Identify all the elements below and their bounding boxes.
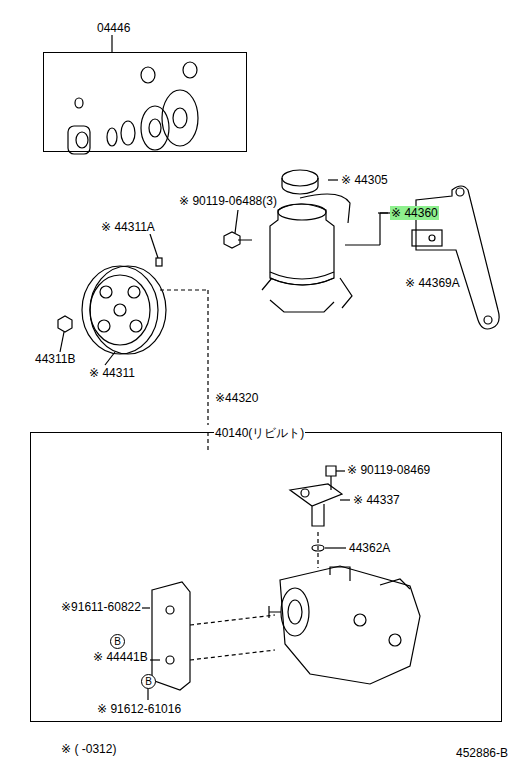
- reference-mark: B: [141, 674, 156, 689]
- callout-number: ※ 44369A: [404, 276, 461, 290]
- callout-number: ※ 44311: [88, 366, 136, 380]
- callout-number: ※ 90119-06488(3): [178, 194, 278, 208]
- callout-number: ※ 91612-61016: [96, 702, 182, 716]
- callout-number: ※ ( -0312): [60, 742, 117, 756]
- part-number: ※44320: [214, 391, 259, 405]
- callout-number: 452886-B: [455, 746, 509, 760]
- part-number: 04446: [96, 21, 131, 35]
- callout-number: ※ 44337: [352, 493, 401, 507]
- callout-number: ※91611-60822: [60, 600, 142, 614]
- callout-number: ※ 44305: [340, 173, 389, 187]
- reference-mark: B: [110, 634, 125, 649]
- callout-number: ※ 44311A: [100, 220, 156, 234]
- callout-number: ※ 44441B: [92, 650, 149, 664]
- callout-number: 44311B: [34, 352, 76, 366]
- callout-number: 44362A: [348, 541, 391, 555]
- callout-number: ※ 90119-08469: [346, 463, 431, 477]
- callout-number: ※ 44360: [390, 206, 439, 220]
- kit-frame: 04446: [43, 52, 247, 152]
- part-number: 40140(リビルト): [214, 426, 305, 440]
